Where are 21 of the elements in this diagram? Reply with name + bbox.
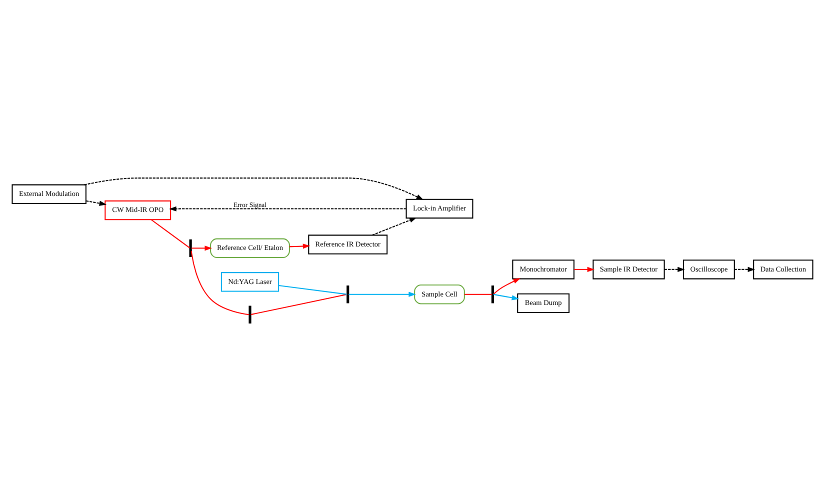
arrow bbox=[86, 200, 107, 206]
arrow bbox=[664, 266, 685, 272]
node-line bbox=[346, 286, 350, 304]
arrow bbox=[191, 246, 212, 251]
arrow bbox=[734, 266, 756, 272]
connector bbox=[278, 285, 347, 295]
connector bbox=[190, 250, 250, 316]
connector bbox=[150, 219, 190, 248]
arrow bbox=[372, 217, 417, 236]
arrow bbox=[574, 266, 595, 272]
arrow bbox=[348, 292, 416, 297]
connector bbox=[250, 294, 348, 316]
node-line bbox=[491, 286, 494, 304]
arrow bbox=[493, 294, 520, 300]
arrow bbox=[84, 178, 424, 200]
node-line bbox=[189, 239, 192, 257]
node-line bbox=[248, 306, 252, 324]
arrow bbox=[169, 206, 406, 212]
connector bbox=[464, 294, 492, 295]
arrow bbox=[289, 244, 310, 249]
arrow bbox=[493, 278, 521, 294]
